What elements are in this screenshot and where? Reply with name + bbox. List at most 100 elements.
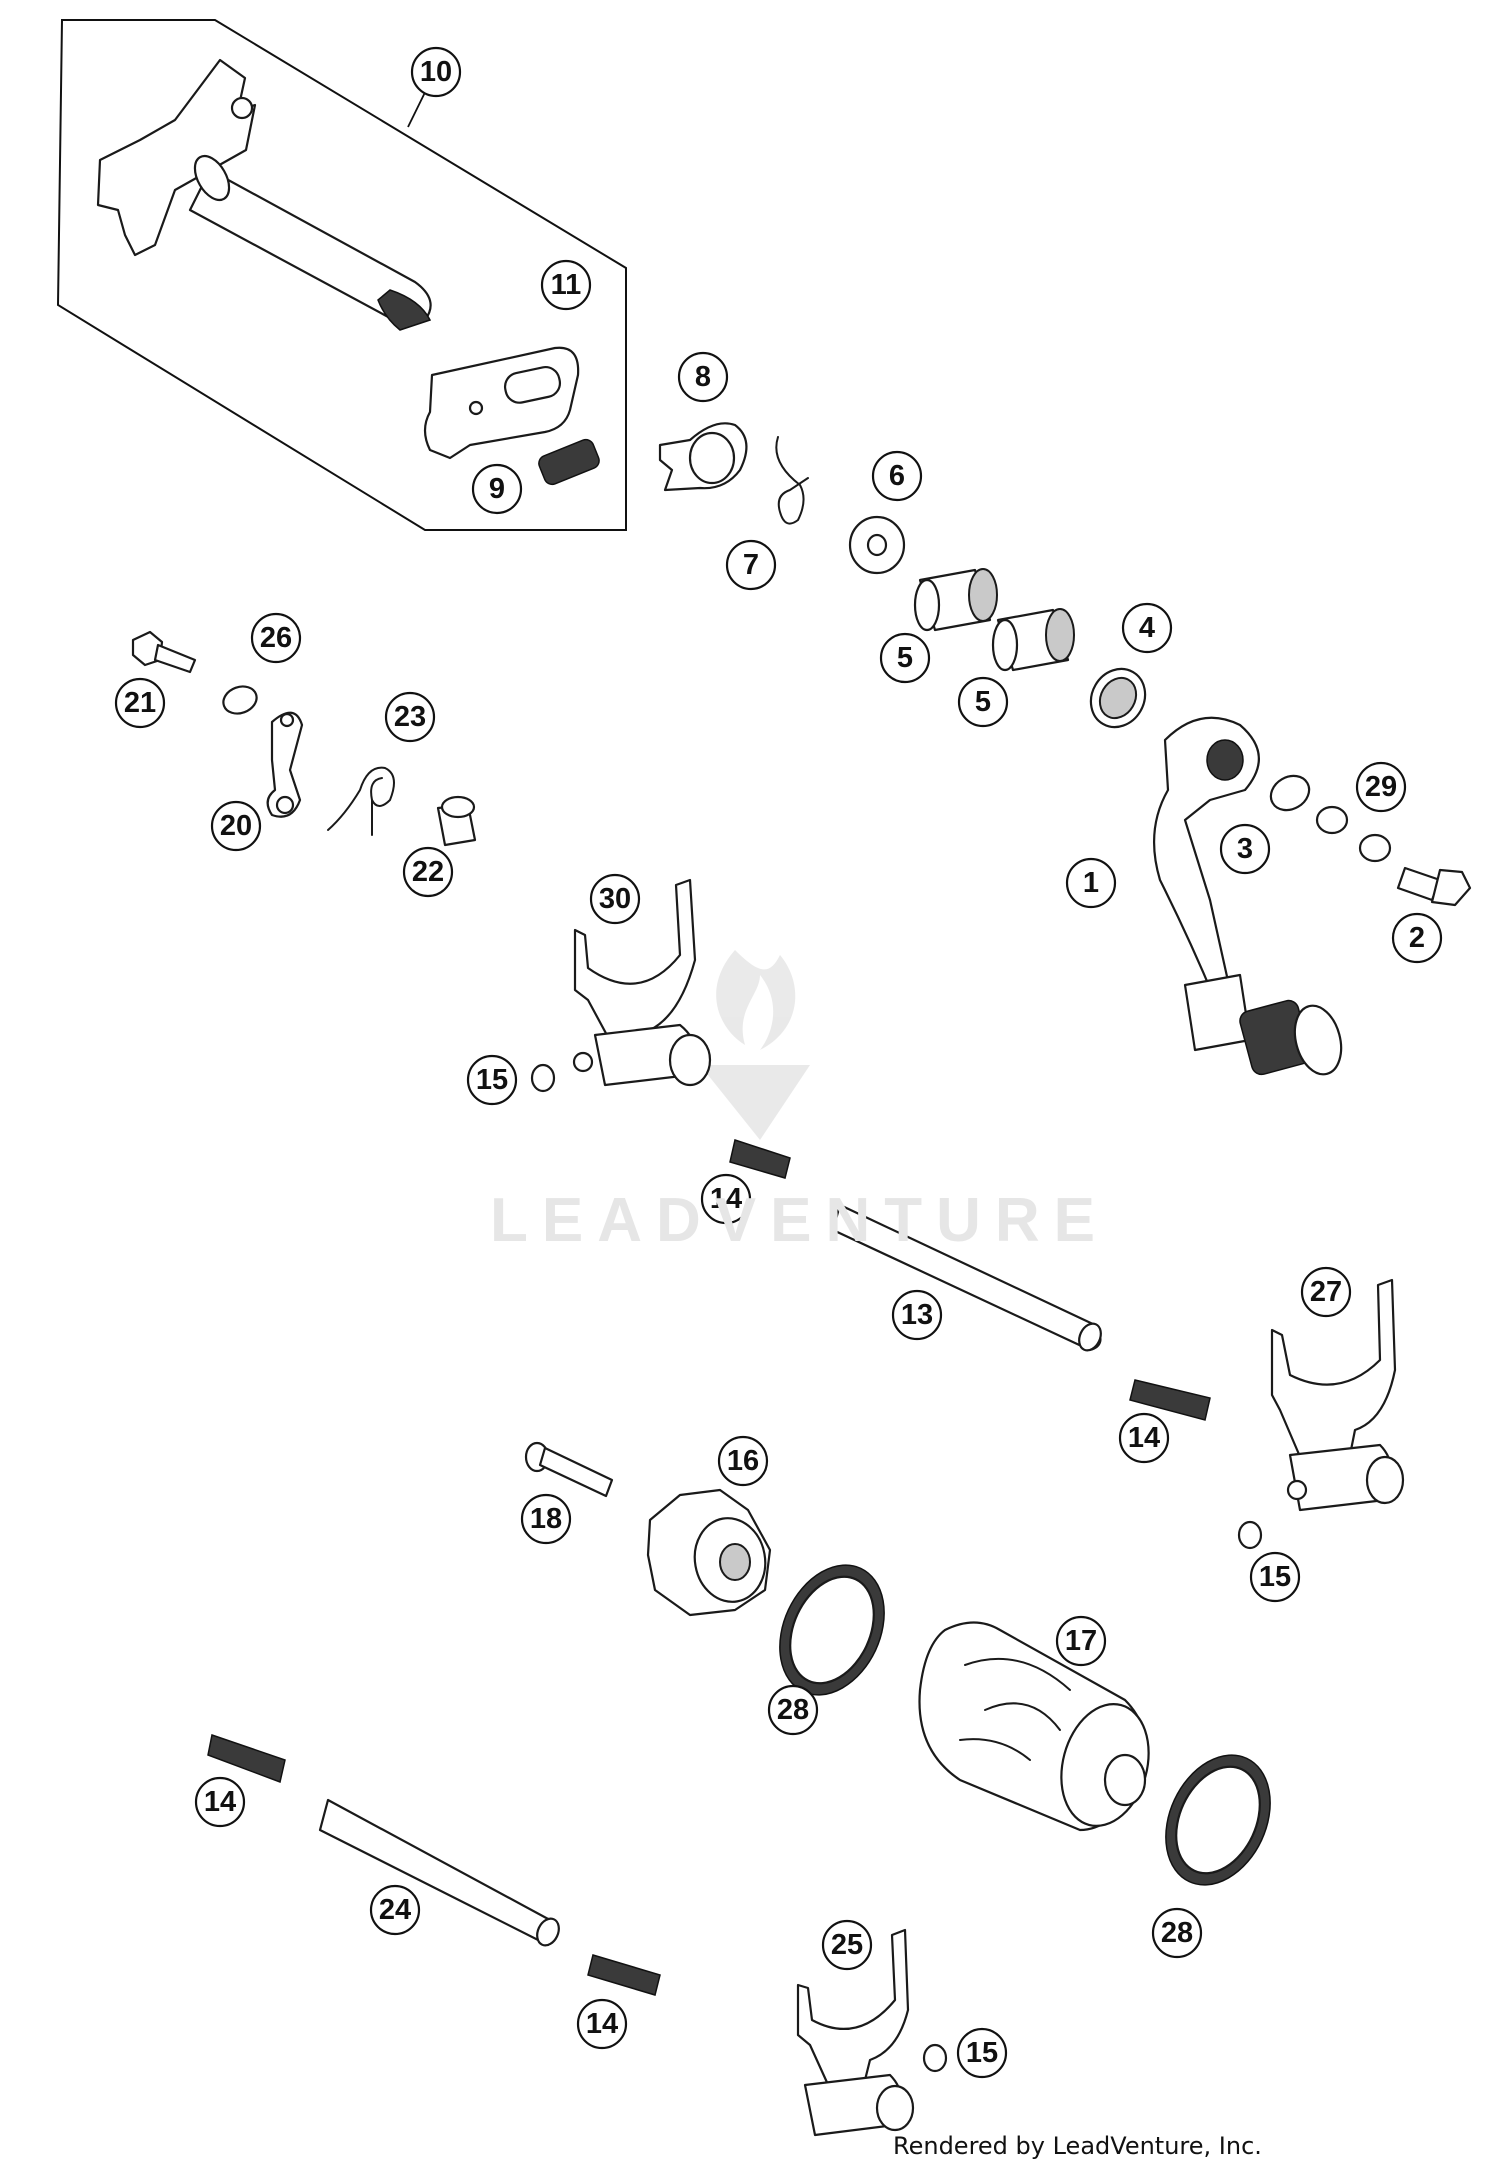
callout-23: 23: [384, 691, 436, 743]
part-23-torsion-spring: [327, 766, 395, 836]
part-28-bearing: [779, 1564, 885, 1696]
callout-label: 10: [420, 56, 452, 88]
callout-8: 8: [677, 351, 729, 403]
callout-label: 18: [530, 1503, 562, 1535]
callout-label: 21: [124, 687, 156, 719]
callout-label: 17: [1065, 1625, 1097, 1657]
part-28-bearing: [1165, 1754, 1271, 1886]
callout-13: 13: [891, 1289, 943, 1341]
part-15-pin: [1237, 1520, 1263, 1550]
callout-label: 14: [204, 1786, 236, 1818]
part-10-shift-shaft: [96, 58, 432, 331]
callout-label: 30: [599, 883, 631, 915]
part-14-spring: [587, 1954, 661, 1996]
part-5-needle-bearing: [991, 608, 1075, 672]
part-7-spring-clip: [775, 436, 809, 525]
callout-6: 6: [871, 450, 923, 502]
part-4-seal: [1089, 667, 1147, 729]
callout-17: 17: [1055, 1615, 1107, 1667]
callout-label: 14: [586, 2008, 618, 2040]
part-25-shift-fork: [796, 1928, 915, 2137]
part-5-needle-bearing: [913, 568, 998, 632]
part-18-bolt: [524, 1441, 614, 1498]
assembly-frame: [56, 19, 627, 531]
part-17-shift-drum: [918, 1621, 1150, 1832]
part-6-washer: [848, 515, 906, 575]
callout-28: 28: [767, 1684, 819, 1736]
part-8-bushing: [658, 422, 748, 492]
callout-2: 2: [1391, 912, 1443, 964]
callout-16: 16: [717, 1435, 769, 1487]
callout-label: 4: [1139, 612, 1155, 644]
callout-label: 9: [489, 473, 505, 505]
callout-label: 15: [476, 1064, 508, 1096]
callout-20: 20: [210, 800, 262, 852]
part-14-spring: [729, 1139, 791, 1179]
part-26-washer: [222, 685, 258, 715]
part-14-spring: [1129, 1379, 1211, 1421]
part-15-pin: [922, 2043, 948, 2073]
callout-9: 9: [471, 463, 523, 515]
callout-5: 5: [879, 632, 931, 684]
callout-label: 3: [1237, 833, 1253, 865]
callout-30: 30: [589, 873, 641, 925]
part-29-lock-washer: [1315, 805, 1392, 863]
part-24-shift-rail: [318, 1798, 560, 1947]
callout-21: 21: [114, 677, 166, 729]
callout-15: 15: [1249, 1551, 1301, 1603]
part-11-plate: [423, 346, 580, 460]
callout-label: 14: [710, 1183, 742, 1215]
callout-label: 7: [743, 549, 759, 581]
callout-label: 2: [1409, 922, 1425, 954]
callout-label: 23: [394, 701, 426, 733]
callout-7: 7: [725, 539, 777, 591]
callout-10: 10: [410, 46, 462, 98]
callout-14: 14: [576, 1998, 628, 2050]
part-13-shift-rail: [831, 1203, 1102, 1352]
callout-29: 29: [1355, 761, 1407, 813]
watermark-logo: [700, 950, 810, 1140]
part-27-shift-fork: [1270, 1278, 1405, 1512]
callout-24: 24: [369, 1884, 421, 1936]
callout-label: 11: [551, 269, 582, 301]
callout-label: 25: [831, 1929, 863, 1961]
callout-14: 14: [194, 1776, 246, 1828]
callout-label: 8: [695, 361, 711, 393]
callout-label: 13: [901, 1299, 933, 1331]
watermark-text: LEADVENTURE: [490, 1186, 1110, 1255]
callout-15: 15: [466, 1054, 518, 1106]
callout-14: 14: [700, 1173, 752, 1225]
part-1-shift-lever: [1152, 716, 1343, 1076]
part-20-lever: [266, 711, 304, 818]
callout-1: 1: [1065, 857, 1117, 909]
callout-label: 14: [1128, 1422, 1160, 1454]
part-30-shift-fork: [572, 878, 712, 1087]
callout-11: 11: [540, 259, 592, 311]
callout-label: 28: [777, 1694, 809, 1726]
callout-4: 4: [1121, 602, 1173, 654]
callout-label: 29: [1365, 771, 1397, 803]
part-15-pin: [530, 1063, 556, 1093]
callout-15: 15: [956, 2027, 1008, 2079]
callout-18: 18: [520, 1493, 572, 1545]
callout-label: 20: [220, 810, 252, 842]
part-21-bolt: [131, 630, 197, 674]
callout-label: 15: [966, 2037, 998, 2069]
part-22-roller: [436, 795, 477, 847]
callout-14: 14: [1118, 1412, 1170, 1464]
part-3-washer: [1269, 774, 1311, 812]
callout-label: 24: [379, 1894, 411, 1926]
callout-label: 26: [260, 622, 292, 654]
callout-25: 25: [821, 1919, 873, 1971]
callout-label: 15: [1259, 1561, 1291, 1593]
callout-label: 5: [897, 642, 913, 674]
callout-label: 28: [1161, 1917, 1193, 1949]
part-14-spring: [207, 1734, 286, 1784]
callout-28: 28: [1151, 1907, 1203, 1959]
callout-5: 5: [957, 676, 1009, 728]
part-2-bolt: [1396, 866, 1472, 907]
credit-line: Rendered by LeadVenture, Inc.: [893, 2132, 1262, 2160]
callout-label: 5: [975, 686, 991, 718]
footpeg-rubber: [1239, 999, 1343, 1076]
